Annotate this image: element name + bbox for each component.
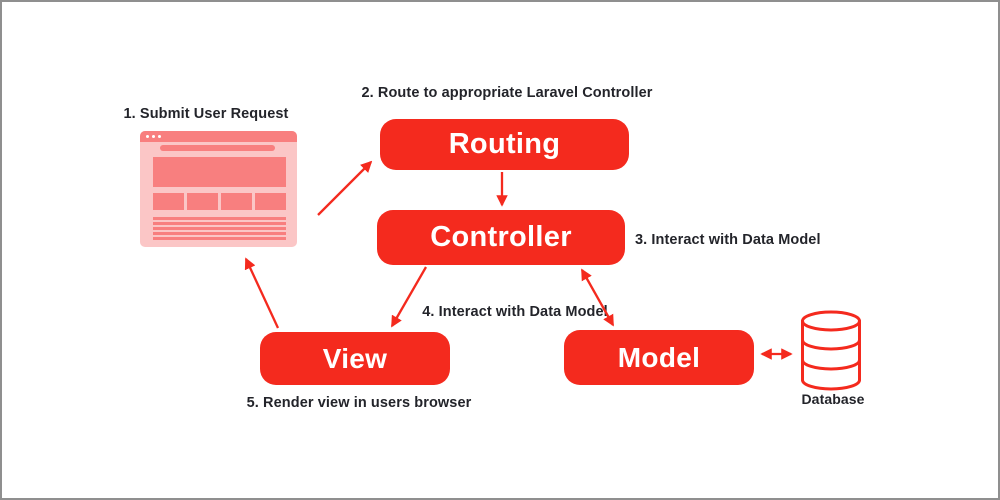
browser-nav-cells <box>153 193 286 210</box>
database-label: Database <box>801 391 865 407</box>
window-control-dot <box>158 135 161 138</box>
browser-text-line <box>153 217 286 220</box>
browser-text-line <box>153 227 286 230</box>
node-model: Model <box>564 330 754 385</box>
arrow-controller-to-view <box>391 266 427 328</box>
node-model-label: Model <box>617 341 701 373</box>
browser-text-line <box>153 237 286 240</box>
browser-nav-cell <box>187 193 218 210</box>
node-controller: Controller <box>377 210 625 265</box>
browser-address-bar <box>160 145 275 151</box>
arrow-request-to-routing <box>317 160 373 216</box>
node-routing: Routing <box>380 119 629 170</box>
node-view-label: View <box>322 342 388 374</box>
step-label-4: 4. Interact with Data Model <box>422 304 608 320</box>
step-label-2: 2. Route to appropriate Laravel Controll… <box>361 85 653 101</box>
browser-nav-cell <box>221 193 252 210</box>
database-icon <box>801 310 861 391</box>
browser-text-line <box>153 232 286 235</box>
browser-text-line <box>153 222 286 225</box>
node-controller-label: Controller <box>430 221 572 253</box>
browser-hero-block <box>153 157 286 187</box>
window-control-dot <box>146 135 149 138</box>
browser-nav-cell <box>255 193 286 210</box>
browser-window-mockup <box>140 131 297 247</box>
arrow-view-to-browser <box>244 257 280 329</box>
node-view: View <box>260 332 450 385</box>
browser-nav-cell <box>153 193 184 210</box>
node-routing-label: Routing <box>448 128 561 160</box>
step-label-3: 3. Interact with Data Model <box>635 232 821 248</box>
step-label-5: 5. Render view in users browser <box>246 395 472 411</box>
step-label-1: 1. Submit User Request <box>123 106 289 122</box>
window-control-dot <box>152 135 155 138</box>
browser-titlebar <box>140 131 297 142</box>
